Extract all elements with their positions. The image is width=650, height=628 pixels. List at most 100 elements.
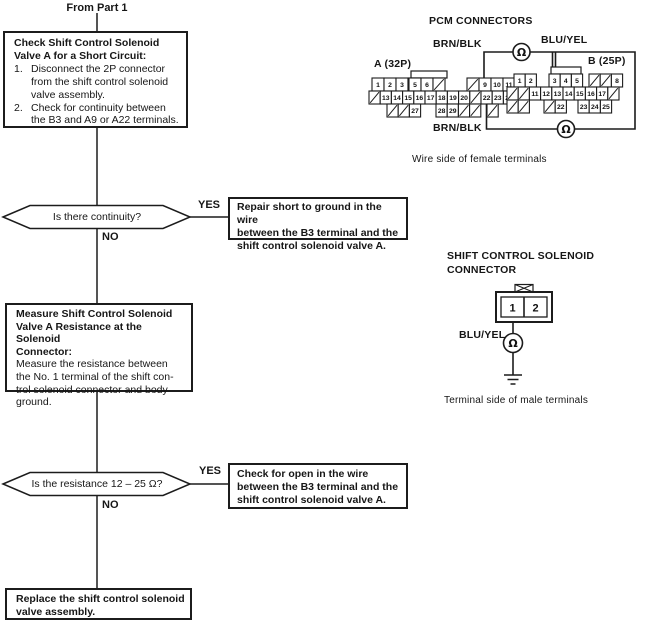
terminal-number: 17 (598, 91, 606, 98)
decision2-yes-label: YES (199, 465, 222, 477)
terminal-number: 20 (460, 95, 468, 102)
step1-item-1: 1. Disconnect the 2P connector from the … (14, 63, 183, 102)
unused-terminal-hatch (470, 91, 481, 104)
terminal-number: 22 (557, 104, 565, 111)
ohm-symbol: Ω (517, 46, 527, 59)
terminal-number: 23 (494, 95, 502, 102)
terminal-number: 3 (400, 82, 404, 89)
terminal-cell (599, 99, 613, 114)
unused-terminal-hatch (507, 87, 518, 100)
terminal-number: 16 (416, 95, 424, 102)
ohm-symbol: Ω (508, 337, 518, 350)
pcm-connectors-title: PCM CONNECTORS (429, 15, 533, 27)
step1-item-1-number: 1. (14, 62, 23, 75)
step2-body: Measure the resistance between the No. 1… (16, 358, 174, 409)
terminal-number: 14 (393, 95, 401, 102)
ohmmeter-icon (512, 42, 531, 62)
solenoid-terminal-2: 2 (532, 303, 538, 315)
terminal-number: 2 (388, 82, 392, 89)
unused-terminal-hatch (369, 91, 380, 104)
decision2-no-label: NO (102, 499, 119, 511)
terminal-number: 6 (425, 82, 429, 89)
terminal-number: 23 (580, 104, 588, 111)
terminal-number: 5 (575, 78, 579, 85)
terminal-number: 27 (411, 108, 419, 115)
connector-b-tab (550, 66, 582, 75)
step1-item-2-text: Check for continuity between the B3 and … (31, 101, 179, 127)
unused-terminal-hatch (519, 100, 529, 113)
decision1-yes-label: YES (198, 199, 221, 211)
unused-terminal-hatch (487, 104, 498, 117)
unused-terminal-hatch (470, 104, 480, 117)
terminal-number: 17 (427, 95, 435, 102)
terminal-number: 28 (438, 108, 446, 115)
terminal-number: 1 (518, 78, 522, 85)
terminal-number: 15 (576, 91, 584, 98)
terminal-number: 11 (505, 82, 512, 89)
unused-terminal-hatch (507, 100, 518, 113)
terminal-number: 19 (449, 95, 457, 102)
connector-a-tab (410, 70, 448, 79)
terminal-number: 1 (376, 82, 380, 89)
terminal-number: 5 (413, 82, 417, 89)
step1-item-2: 2. Check for continuity between the B3 a… (14, 102, 183, 128)
action1-box: Repair short to ground in the wire betwe… (228, 197, 408, 252)
wire-side-caption: Wire side of female terminals (412, 154, 547, 165)
step1-item-2-number: 2. (14, 101, 23, 114)
from-part-label: From Part 1 (66, 2, 128, 14)
unused-terminal-hatch (433, 78, 445, 91)
step2-title: Measure Shift Control Solenoid Valve A R… (16, 308, 173, 358)
connector-b-label: B (25P) (588, 55, 626, 67)
decision1-hexagon (1, 204, 192, 230)
connector-a-label: A (32P) (374, 58, 412, 70)
decision1-no-label: NO (102, 231, 119, 243)
terminal-cell (408, 103, 422, 118)
ohmmeter-icon (556, 119, 576, 139)
terminal-number: 18 (438, 95, 446, 102)
action2-box: Check for open in the wire between the B… (228, 463, 408, 509)
terminal-number: 9 (483, 82, 487, 89)
unused-terminal-hatch (399, 104, 409, 117)
terminal-number: 16 (587, 91, 595, 98)
solenoid-connector-title: SHIFT CONTROL SOLENOID CONNECTOR (447, 250, 595, 276)
unused-terminal-hatch (608, 87, 619, 100)
final-box: Replace the shift control solenoid valve… (5, 588, 192, 620)
unused-terminal-hatch (459, 104, 469, 117)
bluyel-label: BLU/YEL (541, 34, 588, 46)
terminal-number: 29 (449, 108, 457, 115)
terminal-number: 13 (382, 95, 390, 102)
terminal-number: 2 (529, 78, 533, 85)
terminal-cell (554, 99, 567, 114)
terminal-side-caption: Terminal side of male terminals (444, 395, 589, 406)
terminal-number: 4 (564, 78, 568, 85)
step1-title: Check Shift Control Solenoid Valve A for… (14, 37, 160, 62)
terminal-number: 13 (554, 91, 562, 98)
latch-cross-lines (514, 284, 534, 293)
terminal-number: 25 (602, 104, 610, 111)
terminal-number: 11 (531, 91, 538, 98)
brnblk-bottom-label: BRN/BLK (433, 122, 482, 134)
ground-icon (504, 374, 522, 385)
step2-box: Measure Shift Control Solenoid Valve A R… (5, 303, 193, 408)
decision1-question: Is there continuity? (52, 211, 142, 223)
unused-terminal-hatch (467, 78, 479, 91)
step1-box: Check Shift Control Solenoid Valve A for… (3, 31, 188, 128)
unused-terminal-hatch (519, 87, 529, 100)
solenoid-bluyel-label: BLU/YEL (459, 329, 506, 341)
wire-a9-a22-loop (483, 51, 636, 130)
connector-a-grid: 123456910111314151617181920222324272829 (368, 77, 516, 118)
unused-terminal-hatch (387, 104, 398, 117)
terminal-number: 15 (404, 95, 412, 102)
unused-terminal-hatch (544, 100, 555, 113)
brnblk-top-label: BRN/BLK (433, 38, 482, 50)
unused-terminal-hatch (601, 74, 611, 87)
solenoid-terminal-1: 1 (509, 303, 515, 315)
terminal-number: 24 (591, 104, 599, 111)
unused-terminal-hatch (589, 74, 600, 87)
terminal-number: 12 (542, 91, 550, 98)
terminal-number: 14 (565, 91, 573, 98)
terminal-number: 22 (483, 95, 491, 102)
